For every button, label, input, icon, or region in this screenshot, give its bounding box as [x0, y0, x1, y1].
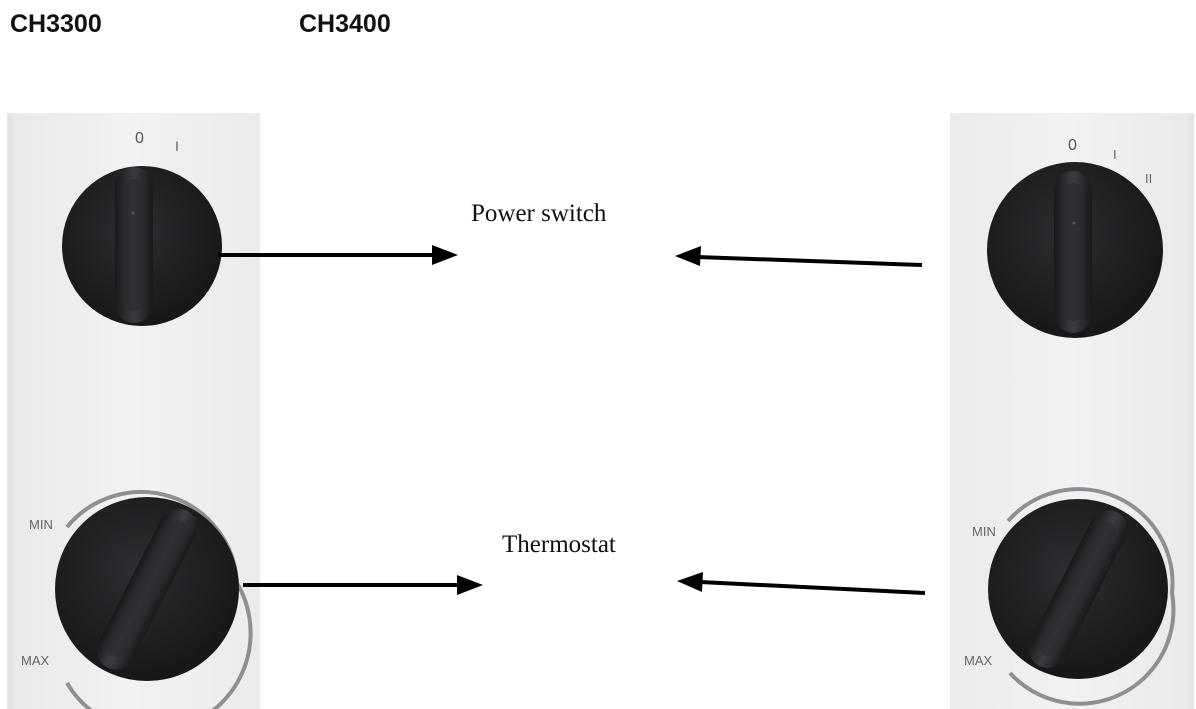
heater-control-panel-left: 0 I MIN MAX — [7, 113, 260, 709]
arrow-right-thermostat — [677, 572, 926, 595]
thermostat-mark-min: MIN — [972, 524, 996, 539]
switch-mark-2: II — [1145, 171, 1152, 186]
switch-mark-off: 0 — [135, 130, 144, 147]
thermostat-mark-min: MIN — [29, 517, 53, 532]
thermostat-scale-arc-right — [1006, 487, 1176, 706]
switch-mark-off: 0 — [1068, 137, 1077, 154]
callout-power-switch: Power switch — [471, 200, 607, 227]
thermostat-knob-left[interactable] — [55, 497, 239, 681]
model-label-right: CH3400 — [299, 10, 391, 38]
thermostat-mark-max: MAX — [964, 653, 993, 668]
arrow-left-thermostat — [243, 575, 483, 595]
power-switch-knob-right[interactable] — [987, 162, 1163, 338]
arrow-left-power-switch — [218, 245, 458, 265]
switch-mark-on: I — [175, 138, 179, 154]
power-switch-knob-left[interactable] — [62, 166, 222, 326]
callout-thermostat: Thermostat — [502, 531, 616, 558]
switch-mark-1: I — [1113, 147, 1117, 162]
thermostat-knob-right[interactable] — [988, 499, 1168, 679]
thermostat-scale-arc-left — [65, 490, 253, 709]
arrow-right-power-switch — [675, 246, 923, 267]
model-label-left: CH3300 — [10, 10, 102, 38]
heater-control-panel-right: 0 I II MIN MAX — [950, 113, 1194, 709]
thermostat-mark-max: MAX — [21, 653, 50, 668]
